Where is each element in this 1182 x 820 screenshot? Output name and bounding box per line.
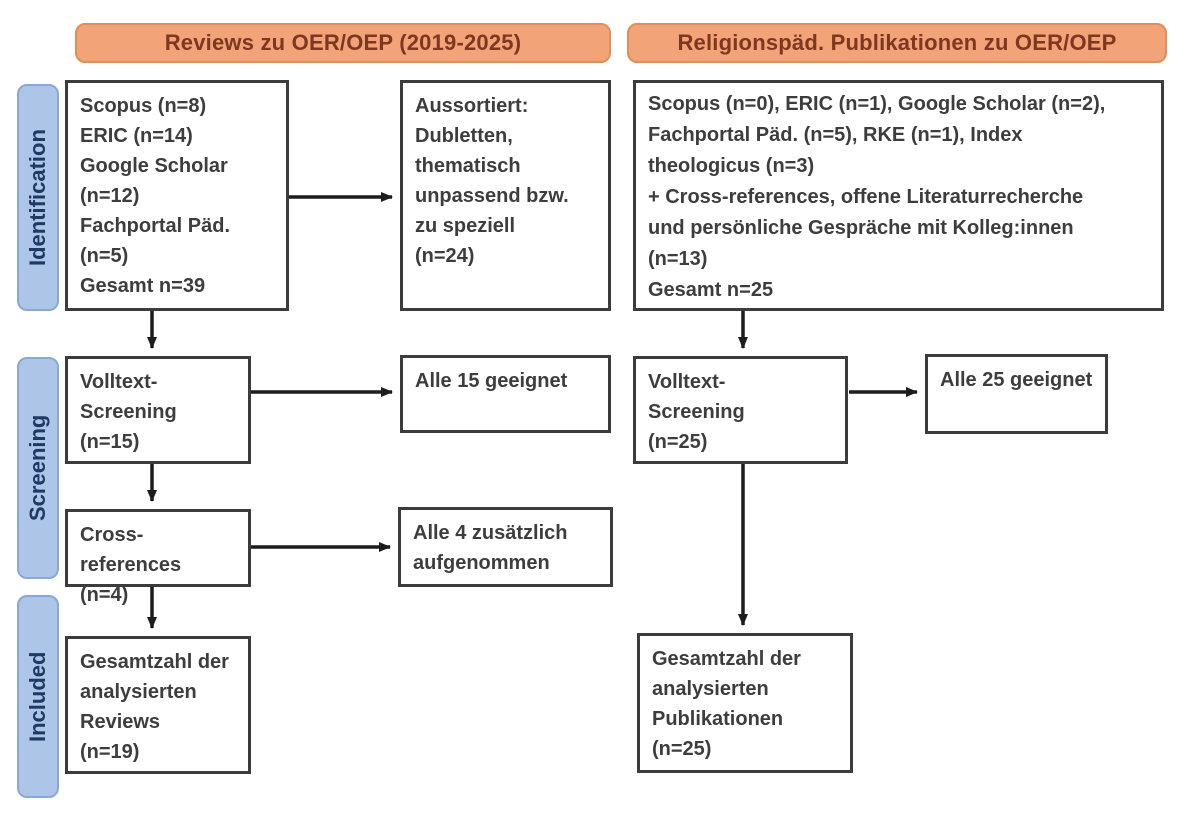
rp-fulltext-result-box: Alle 25 geeignet [925,354,1108,434]
rp-identification-sources-box: Scopus (n=0), ERIC (n=1), Google Scholar… [633,80,1164,311]
reviews-identification-sources-box: Scopus (n=8) ERIC (n=14) Google Scholar … [65,80,289,311]
stage-label-screening: Screening [17,357,59,579]
rp-included-total-box: Gesamtzahl der analysierten Publikatione… [637,633,853,773]
reviews-fulltext-screening-box: Volltext- Screening (n=15) [65,356,251,464]
reviews-included-total-box: Gesamtzahl der analysierten Reviews (n=1… [65,636,251,774]
reviews-fulltext-result-box: Alle 15 geeignet [400,355,611,433]
reviews-cross-references-box: Cross-references (n=4) [65,509,251,606]
reviews-cross-references-result-box: Alle 4 zusätzlich aufgenommen [398,507,613,587]
column-header-reviews: Reviews zu OER/OEP (2019-2025) [75,23,611,63]
stage-label-included: Included [17,595,59,798]
rp-fulltext-screening-box: Volltext- Screening (n=25) [633,356,848,464]
column-header-religionspaed: Religionspäd. Publikationen zu OER/OEP [627,23,1167,63]
reviews-excluded-box: Aussortiert: Dubletten, thematisch unpas… [400,80,611,311]
stage-label-identification: Identification [17,84,59,311]
